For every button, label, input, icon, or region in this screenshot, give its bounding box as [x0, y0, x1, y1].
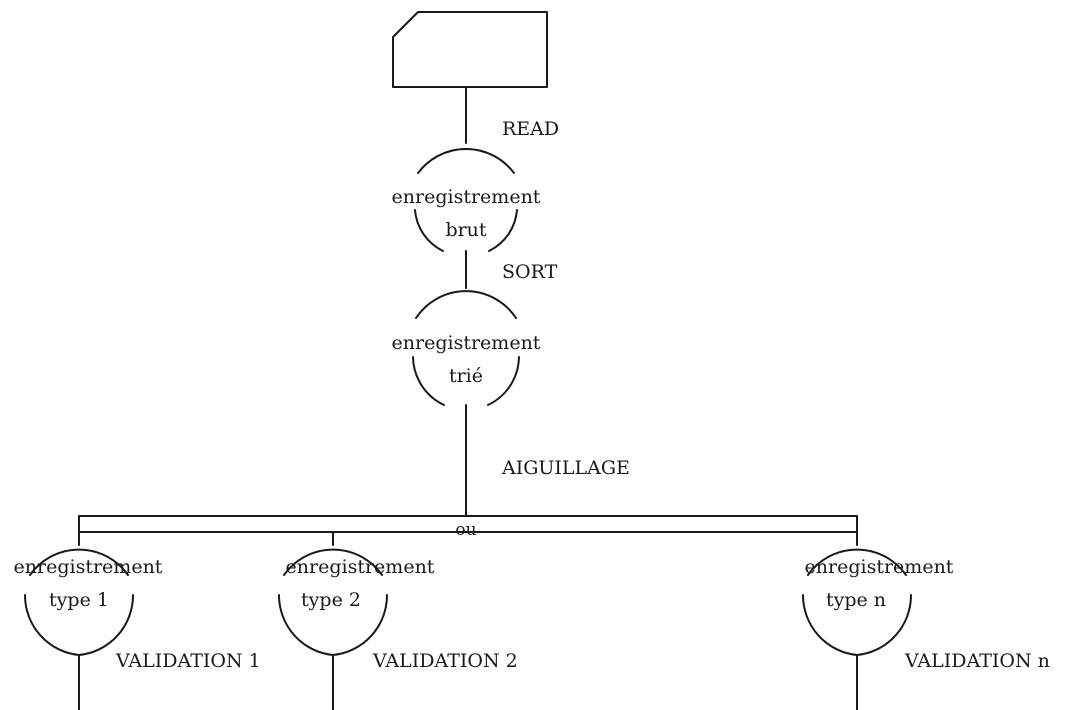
node-type-1-top-arc	[29, 548, 129, 576]
node-type-n: enregistrement type n	[801, 548, 954, 656]
label-sort: SORT	[502, 261, 558, 283]
node-type-n-line2: type n	[826, 589, 886, 611]
label-or: ou	[455, 520, 476, 540]
node-type-1: enregistrement type 1	[14, 548, 163, 656]
node-raw-bottom-left-arc	[414, 209, 444, 252]
switch-bar	[78, 515, 858, 533]
node-type-2-line1: enregistrement	[286, 556, 435, 578]
node-sorted-top-arc	[415, 290, 517, 319]
label-read: READ	[502, 118, 559, 140]
node-raw-line2: brut	[445, 219, 486, 241]
node-sorted-line2: trié	[449, 365, 483, 387]
node-raw-top-arc	[417, 148, 515, 174]
node-sorted-record: enregistrement trié	[392, 290, 541, 406]
label-validation-1: VALIDATION 1	[115, 650, 261, 672]
node-type-2: enregistrement type 2	[277, 548, 435, 656]
node-type-2-bottom-right-arc	[332, 594, 389, 656]
label-validation-2: VALIDATION 2	[372, 650, 518, 672]
node-raw-bottom-right-arc	[488, 209, 518, 252]
node-sorted-bottom-left-arc	[412, 356, 445, 406]
node-type-1-line1: enregistrement	[14, 556, 163, 578]
node-type-1-bottom-right-arc	[78, 594, 135, 656]
node-raw-line1: enregistrement	[392, 186, 541, 208]
label-aiguillage: AIGUILLAGE	[501, 457, 630, 479]
node-type-n-top-arc	[807, 548, 907, 576]
node-sorted-line1: enregistrement	[392, 332, 541, 354]
node-type-n-bottom-left-arc	[801, 594, 858, 656]
node-type-2-line2: type 2	[301, 589, 361, 611]
node-type-2-bottom-left-arc	[277, 594, 334, 656]
node-type-n-line1: enregistrement	[805, 556, 954, 578]
label-validation-n: VALIDATION n	[904, 650, 1050, 672]
card-file-symbol	[392, 11, 548, 88]
node-type-2-top-arc	[283, 548, 383, 576]
node-type-n-bottom-right-arc	[856, 594, 913, 656]
node-sorted-bottom-right-arc	[487, 356, 520, 406]
node-type-1-bottom-left-arc	[23, 594, 80, 656]
node-type-1-line2: type 1	[49, 589, 109, 611]
node-raw-record: enregistrement brut	[392, 148, 541, 252]
